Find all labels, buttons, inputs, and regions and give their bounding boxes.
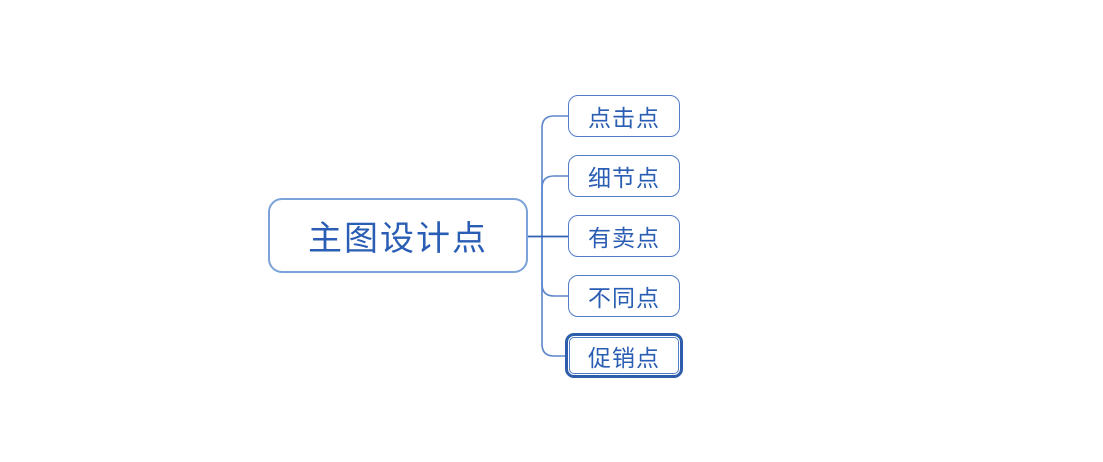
central-topic-node[interactable]: 主图设计点 [268, 198, 528, 273]
branch-line-subtopic-2 [541, 175, 569, 238]
subtopic-node-4[interactable]: 不同点 [568, 275, 680, 317]
subtopic-node-2[interactable]: 细节点 [568, 155, 680, 197]
central-topic-label: 主图设计点 [308, 220, 488, 258]
subtopic-node-3[interactable]: 有卖点 [568, 215, 680, 257]
subtopic-label-3: 有卖点 [588, 225, 660, 251]
subtopic-label-1: 点击点 [588, 105, 660, 131]
subtopic-label-2: 细节点 [588, 165, 660, 191]
branch-line-subtopic-5 [541, 235, 566, 357]
subtopic-node-5-selection-highlight[interactable]: 促销点 [565, 333, 683, 378]
subtopic-node-5[interactable]: 促销点 [569, 337, 679, 374]
subtopic-node-1[interactable]: 点击点 [568, 95, 680, 137]
subtopic-label-4: 不同点 [588, 285, 660, 311]
branch-line-subtopic-4 [541, 235, 569, 297]
subtopic-label-5: 促销点 [588, 344, 660, 371]
branch-line-subtopic-1 [541, 115, 569, 238]
